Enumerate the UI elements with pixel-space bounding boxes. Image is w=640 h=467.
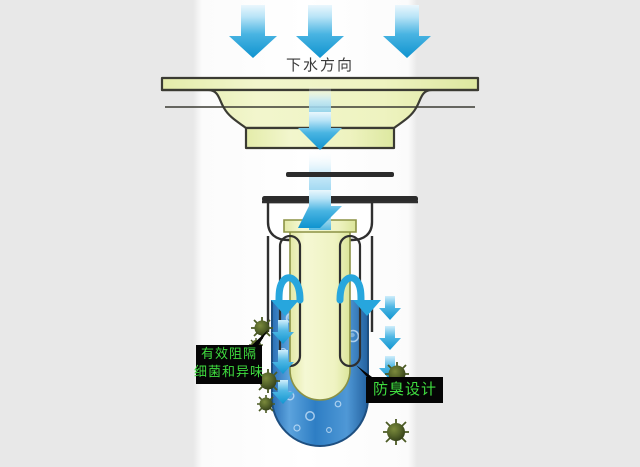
bacteria-callout-line1: 有效阻隔 [200, 347, 257, 362]
germ-icon [256, 369, 280, 393]
flow-arrow-curve-right-head [353, 300, 381, 316]
core-tube [283, 219, 357, 401]
inflow-arrow-center [296, 5, 344, 58]
flow-direction-label: 下水方向 [285, 56, 354, 74]
inflow-arrow-right [383, 5, 431, 58]
bacteria-callout-shape [196, 330, 268, 384]
strainer-bar-lower [262, 196, 418, 202]
germ-icons [249, 317, 409, 445]
flow-arrow-curve-left [275, 274, 304, 304]
strainer-bar-upper [286, 172, 394, 177]
baffle-right [338, 246, 362, 368]
odor-callout-shape [356, 365, 443, 403]
germ-icon [383, 419, 409, 445]
water-outline [271, 300, 369, 447]
strainer-bars [262, 172, 418, 202]
inflow-arrow-core [298, 190, 342, 228]
odor-callout-line1: 防臭设计 [372, 380, 437, 398]
outer-barrel [266, 236, 374, 332]
inflow-arrow-flange [298, 112, 342, 150]
flow-arrow-curve-right [336, 274, 365, 304]
germ-icon [251, 317, 273, 339]
germ-icon [257, 395, 275, 413]
outflow-arrows-left [272, 320, 294, 404]
inflow-arrow-left [229, 5, 277, 58]
bacteria-callout-line2: 细菌和异味 [193, 365, 264, 380]
flow-arrow-curve-left-head [271, 300, 299, 316]
